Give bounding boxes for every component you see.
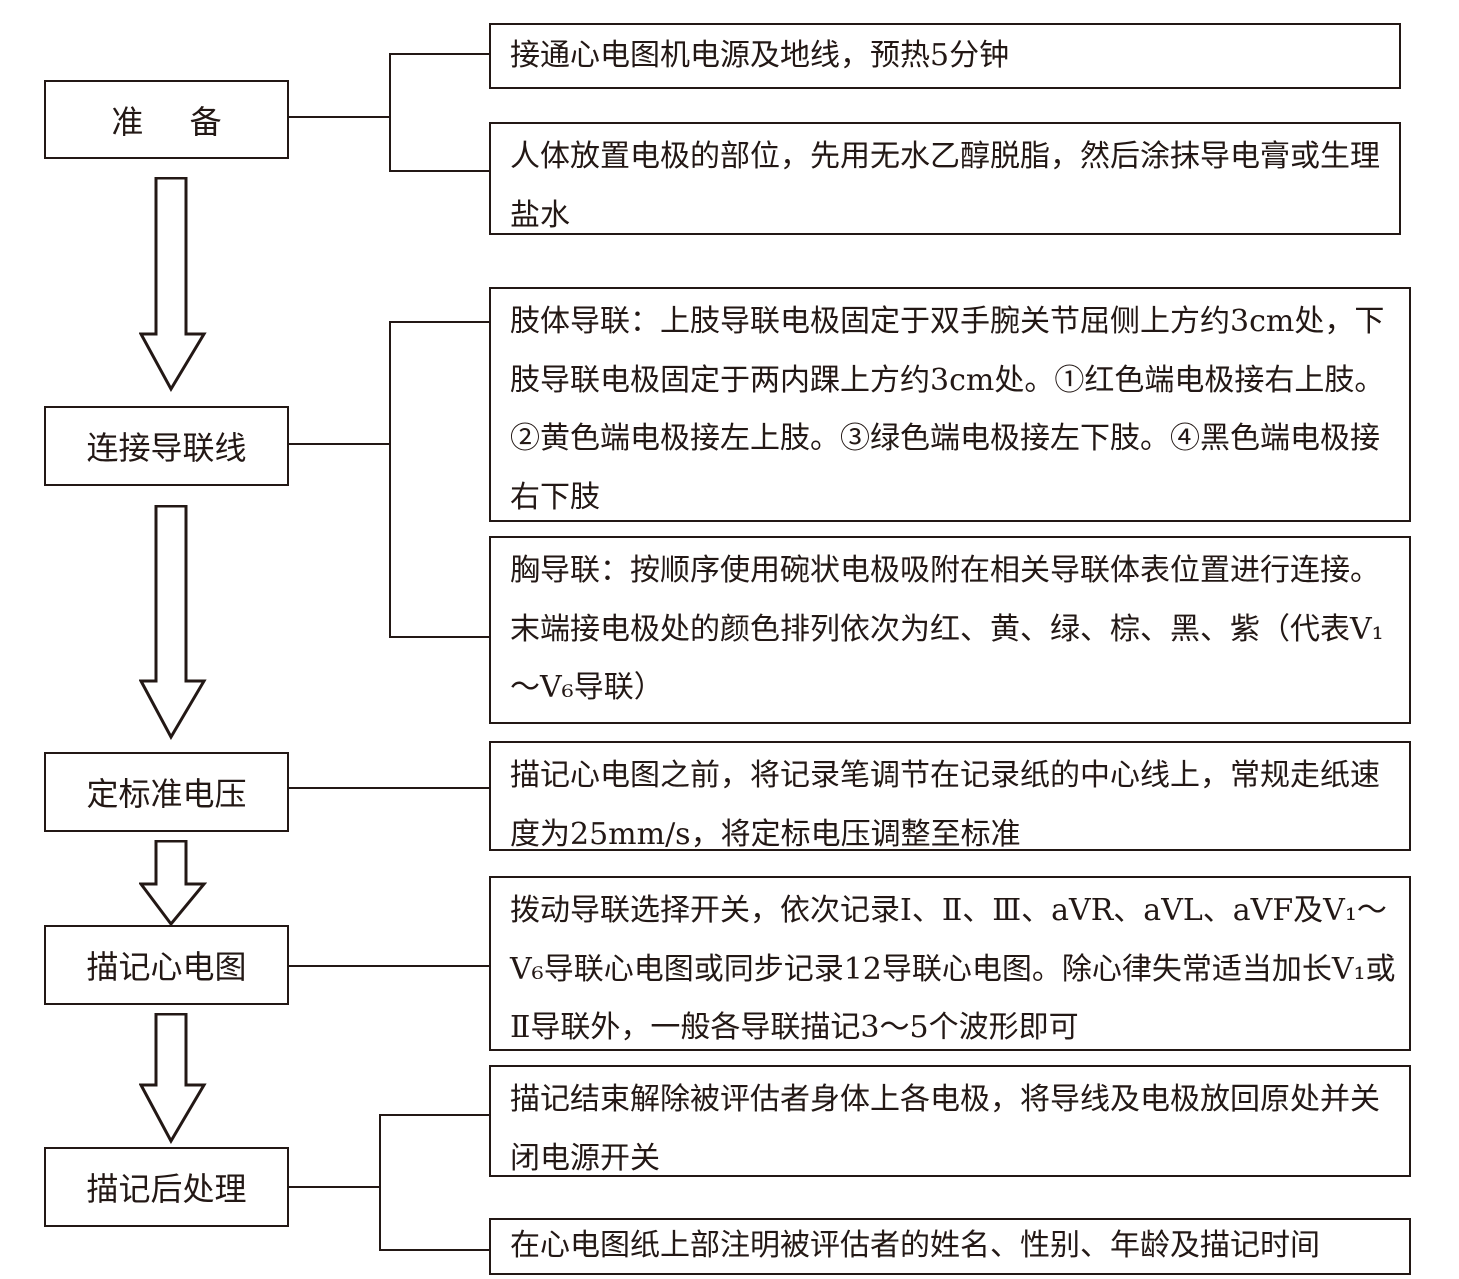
connector-line [289,787,490,789]
connector-line [389,170,490,172]
down-arrow-icon [139,177,207,392]
connector-line [289,1186,380,1188]
connector-line [389,53,391,172]
step-connect-leads: 连接导联线 [44,406,289,486]
detail-prepare-skin: 人体放置电极的部位，先用无水乙醇脱脂，然后涂抹导电膏或生理盐水 [489,122,1401,235]
down-arrow-icon [139,840,207,927]
connector-line [389,636,490,638]
detail-prepare-power: 接通心电图机电源及地线，预热5分钟 [489,23,1401,89]
connector-line [289,965,490,967]
connector-line [289,116,390,118]
connector-line [379,1114,490,1116]
connector-line [379,1249,490,1251]
detail-calibrate: 描记心电图之前，将记录笔调节在记录纸的中心线上，常规走纸速度为25mm/s，将定… [489,741,1411,851]
connector-line [289,443,390,445]
step-record-ecg: 描记心电图 [44,925,289,1005]
down-arrow-icon [139,1013,207,1144]
step-calibrate-voltage: 定标准电压 [44,752,289,832]
detail-annotate-paper: 在心电图纸上部注明被评估者的姓名、性别、年龄及描记时间 [489,1218,1411,1275]
detail-remove-electrodes: 描记结束解除被评估者身体上各电极，将导线及电极放回原处并关闭电源开关 [489,1065,1411,1177]
connector-line [379,1114,381,1251]
down-arrow-icon [139,505,207,740]
detail-record: 拨动导联选择开关，依次记录Ⅰ、Ⅱ、Ⅲ、aVR、aVL、aVF及V₁～V₆导联心电… [489,876,1411,1051]
connector-line [389,321,490,323]
connector-line [389,53,490,55]
connector-line [389,321,391,638]
step-prepare: 准 备 [44,80,289,159]
detail-limb-leads: 肢体导联：上肢导联电极固定于双手腕关节屈侧上方约3cm处，下肢导联电极固定于两内… [489,287,1411,522]
detail-chest-leads: 胸导联：按顺序使用碗状电极吸附在相关导联体表位置进行连接。末端接电极处的颜色排列… [489,536,1411,724]
step-post-processing: 描记后处理 [44,1147,289,1227]
